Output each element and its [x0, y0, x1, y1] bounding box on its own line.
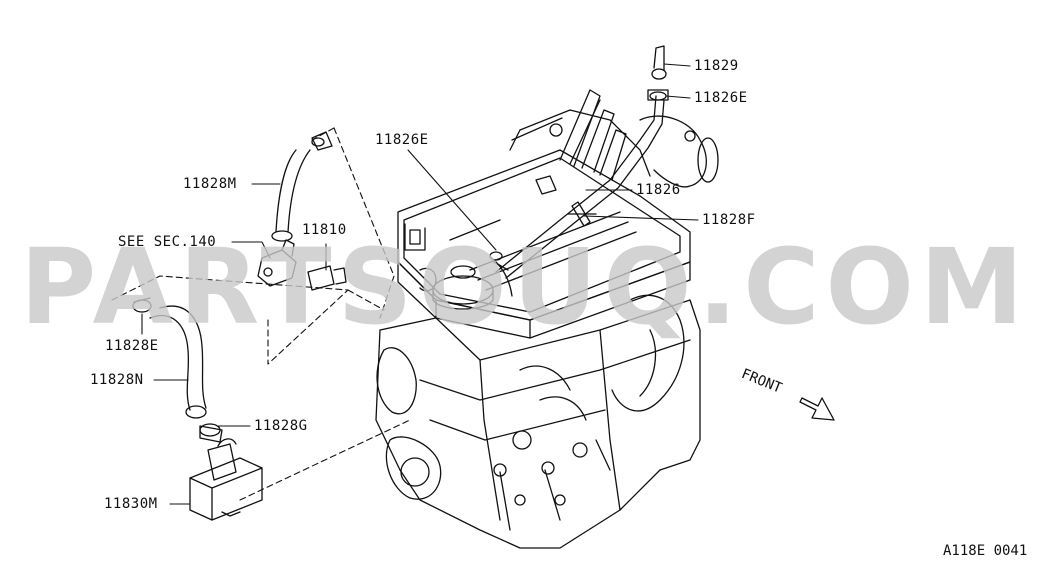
leader-lines	[141, 63, 699, 505]
callout-11826e-mid: 11826E	[375, 132, 429, 148]
callout-11826e-top: 11826E	[694, 90, 748, 106]
callout-11828e: 11828E	[105, 338, 159, 354]
callout-11828g: 11828G	[254, 418, 308, 434]
hoses	[132, 45, 669, 521]
callout-11828m: 11828M	[183, 176, 237, 192]
callout-11826: 11826	[636, 182, 681, 198]
callout-11828f: 11828F	[702, 212, 756, 228]
watermark-text: PARTSOUQ.COM	[20, 226, 1030, 348]
callout-see-sec-140: SEE SEC.140	[118, 234, 217, 250]
diagram-code: A118E 0041	[943, 543, 1028, 559]
callout-11829: 11829	[694, 58, 739, 74]
callout-11810: 11810	[302, 222, 347, 238]
callout-11828n: 11828N	[90, 372, 144, 388]
front-arrow	[799, 397, 835, 421]
dashed-guides	[111, 127, 411, 501]
callout-11830m: 11830M	[104, 496, 158, 512]
